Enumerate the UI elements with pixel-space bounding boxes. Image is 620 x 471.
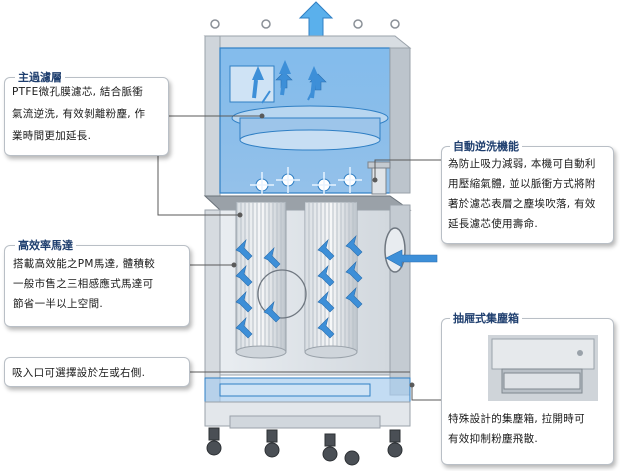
- lifting-eyes: [210, 19, 400, 29]
- motor-title: 高效率馬達: [15, 237, 76, 253]
- main-filter-text: PTFE微孔膜濾芯, 結合脈衝 氣流逆洗, 有效剝離粉塵, 作 業時間更加延長.: [12, 86, 146, 142]
- dust-bin-title: 抽屜式集塵箱: [450, 310, 522, 326]
- inlet-arrow: [385, 249, 438, 268]
- main-filter-callout: 主過濾層 PTFE微孔膜濾芯, 結合脈衝 氣流逆洗, 有效剝離粉塵, 作 業時間…: [4, 69, 169, 156]
- inlet-callout: 吸入口可選擇設於左或右側.: [4, 357, 190, 387]
- inlet-text: 吸入口可選擇設於左或右側.: [12, 367, 146, 379]
- casters: [206, 427, 403, 466]
- dust-bin-photo: [488, 335, 598, 401]
- exhaust-arrow: [298, 1, 334, 41]
- motor-text: 搭載高效能之PM馬達, 體積較 一般市售之三相感應式馬達可 節省一半以上空間.: [13, 258, 156, 310]
- auto-backwash-title: 自動逆洗機能: [450, 138, 522, 154]
- motor-callout: 高效率馬達 搭載高效能之PM馬達, 體積較 一般市售之三相感應式馬達可 節省一半…: [4, 237, 190, 327]
- airflow-arrows: [235, 235, 363, 339]
- auto-backwash-callout: 自動逆洗機能 為防止吸力減弱, 本機可自動利 用壓縮氣體, 並以脈衝方式將附 著…: [441, 138, 614, 244]
- leader-lines: [157, 113, 441, 401]
- auto-backwash-text: 為防止吸力減弱, 本機可自動利 用壓縮氣體, 並以脈衝方式將附 著於濾芯表層之塵…: [448, 158, 596, 230]
- dust-bin-text: 特殊設計的集塵箱, 拉開時可 有效抑制粉塵飛散.: [448, 413, 585, 445]
- lower-cabinet: [204, 201, 438, 429]
- main-filter-title: 主過濾層: [15, 69, 65, 85]
- dust-bin-callout: 抽屜式集塵箱 特殊設計的集塵箱, 拉開時可 有效抑制粉塵飛散.: [441, 310, 614, 465]
- upper-cabinet: [203, 35, 412, 197]
